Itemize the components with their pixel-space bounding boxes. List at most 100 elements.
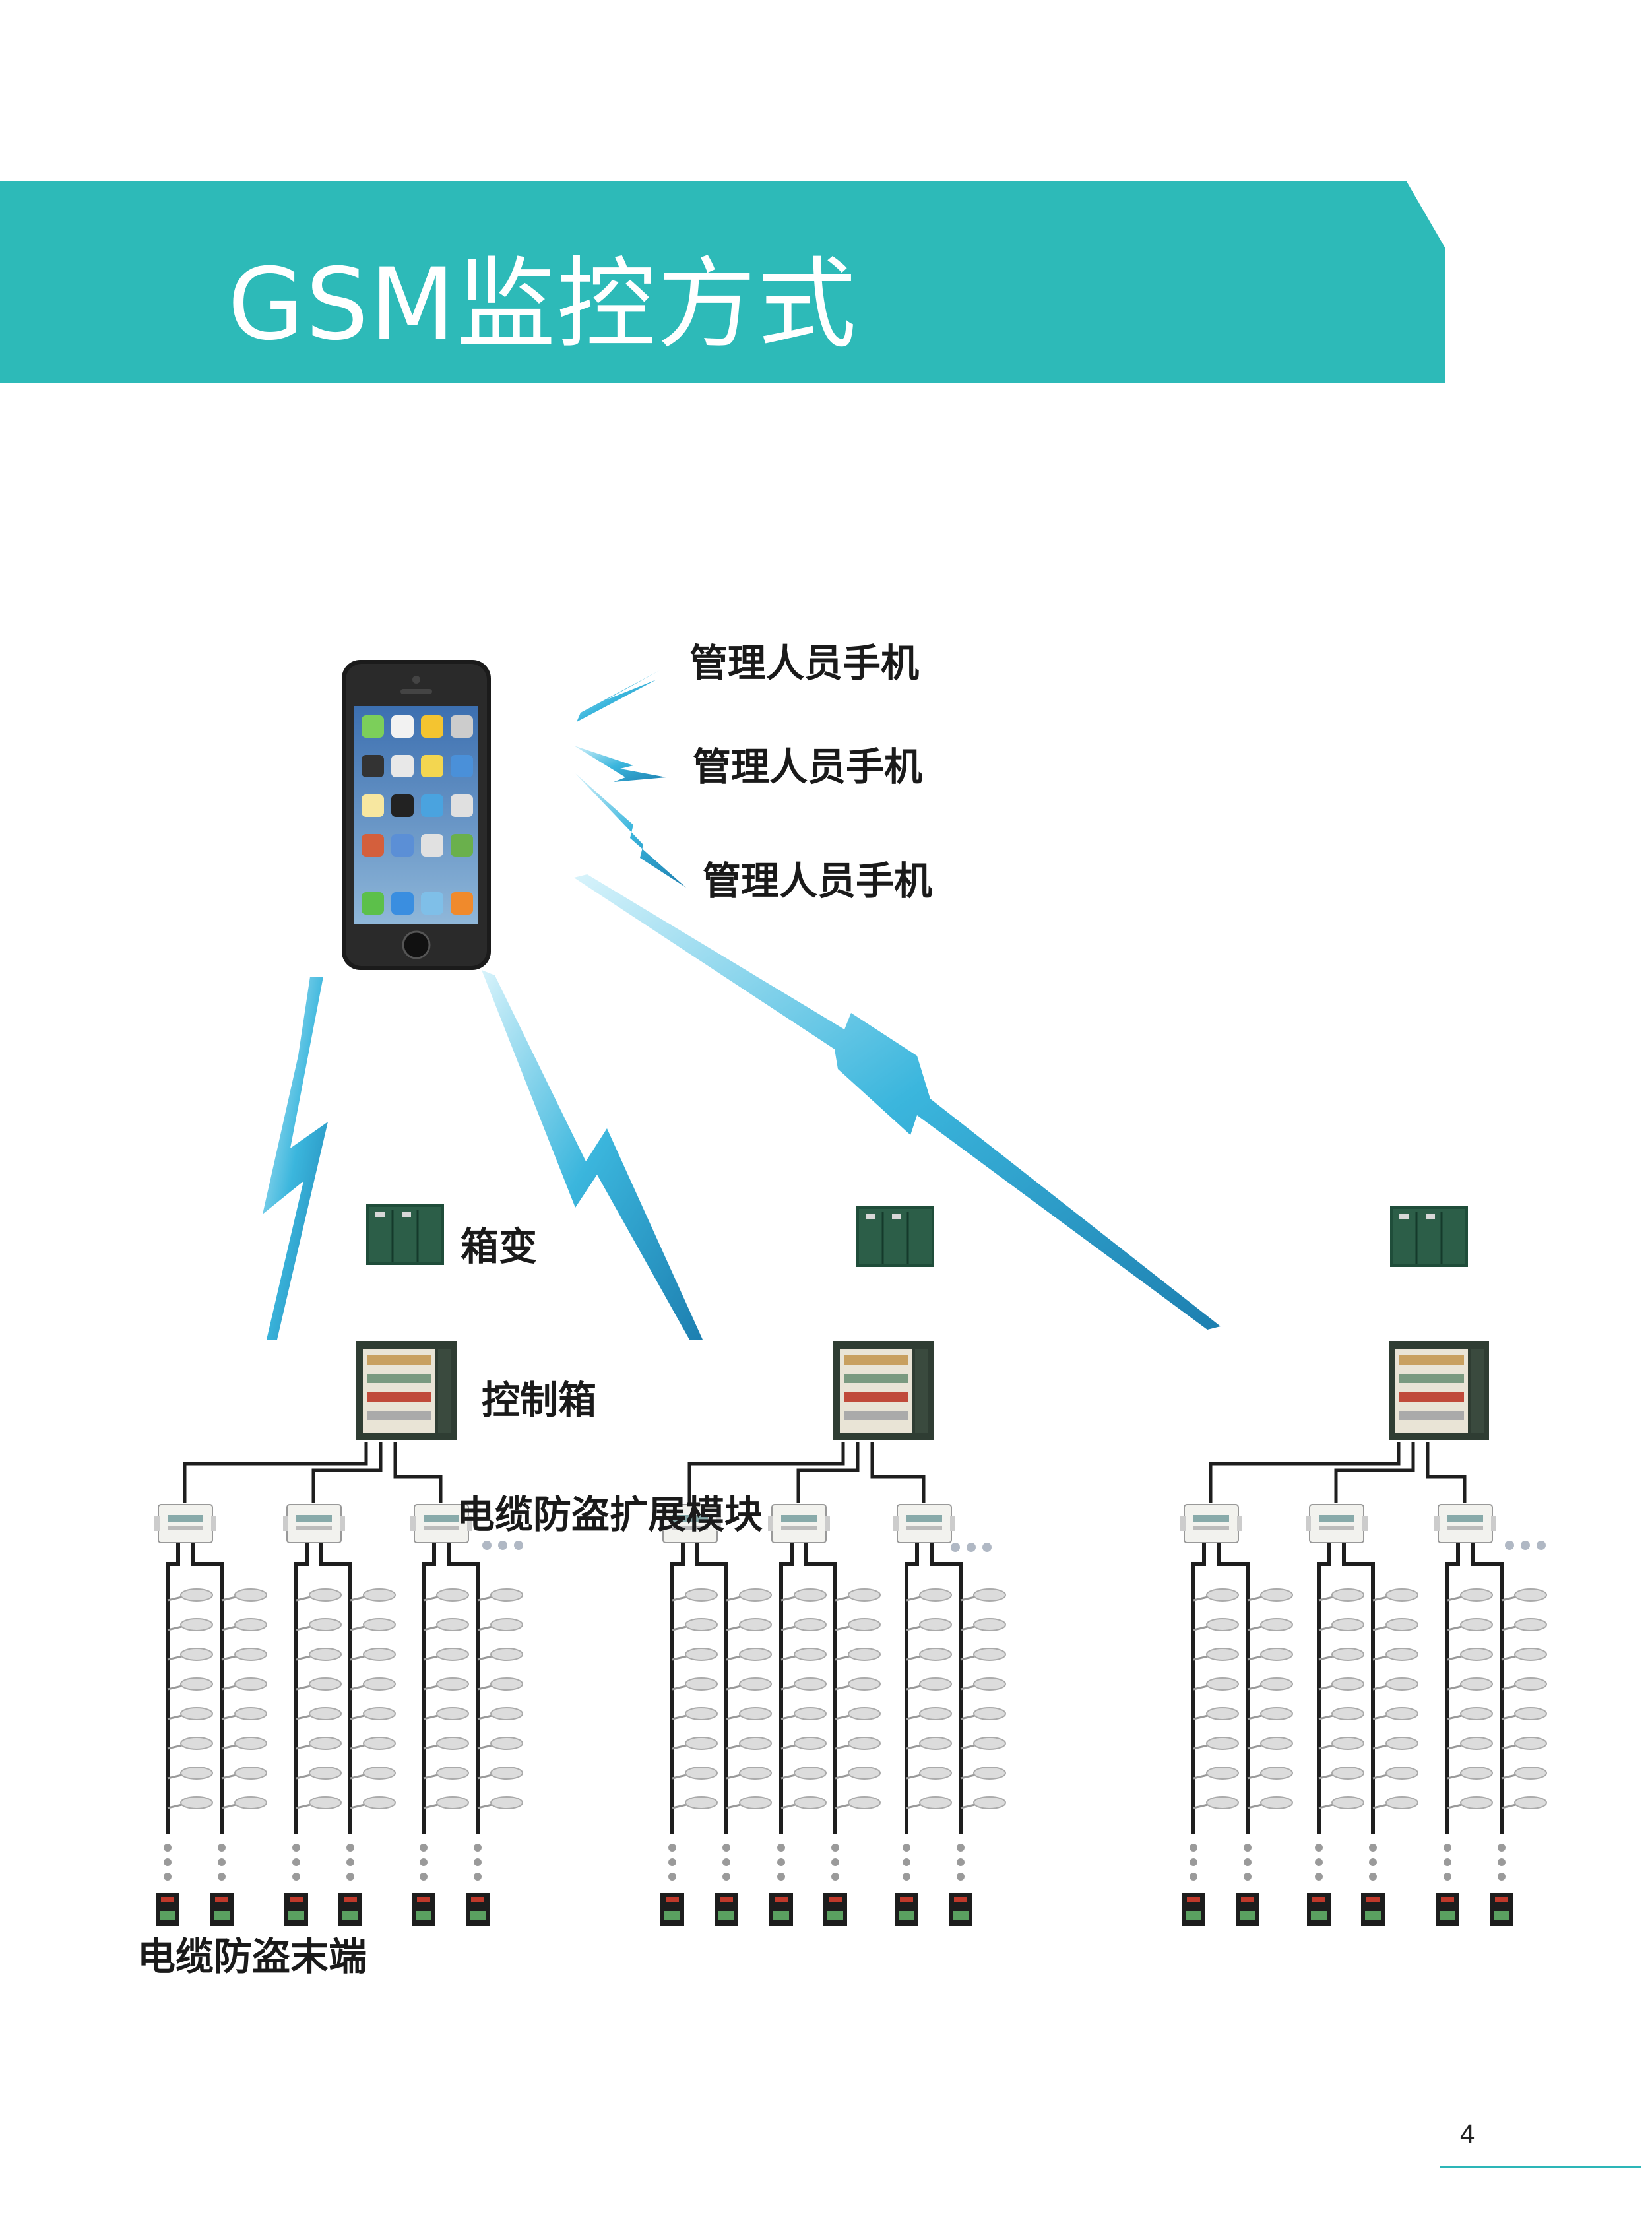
street-light-icon bbox=[1318, 1707, 1364, 1720]
street-light-icon bbox=[1372, 1618, 1418, 1631]
extension-module-icon bbox=[154, 1504, 216, 1543]
cable-terminal-icon bbox=[210, 1893, 234, 1926]
street-light-icon bbox=[167, 1707, 213, 1720]
street-light-icon bbox=[906, 1796, 952, 1809]
page-number: 4 bbox=[1460, 2120, 1475, 2149]
street-light-icon bbox=[477, 1588, 523, 1602]
street-light-icon bbox=[167, 1618, 213, 1631]
phone-label-3: 管理人员手机 bbox=[703, 859, 933, 903]
street-light-icon bbox=[477, 1796, 523, 1809]
title-banner bbox=[0, 181, 1445, 383]
cable-terminal-icon bbox=[895, 1893, 918, 1926]
street-light-icon bbox=[350, 1707, 396, 1720]
street-light-icon bbox=[1193, 1707, 1239, 1720]
cable-terminal-icon bbox=[1236, 1893, 1259, 1926]
street-light-icon bbox=[960, 1618, 1006, 1631]
street-light-icon bbox=[1447, 1588, 1493, 1602]
street-light-icon bbox=[780, 1588, 827, 1602]
street-light-icon bbox=[960, 1767, 1006, 1780]
street-light-icon bbox=[960, 1707, 1006, 1720]
street-light-icon bbox=[1501, 1796, 1547, 1809]
street-light-icon bbox=[835, 1737, 881, 1750]
street-light-icon bbox=[672, 1796, 718, 1809]
smartphone-icon bbox=[342, 660, 491, 970]
street-light-icon bbox=[835, 1648, 881, 1661]
control-box-icon-2 bbox=[833, 1341, 934, 1440]
street-light-icon bbox=[1447, 1796, 1493, 1809]
street-light-icon bbox=[1501, 1648, 1547, 1661]
street-light-icon bbox=[726, 1737, 772, 1750]
street-light-icon bbox=[221, 1707, 267, 1720]
street-light-icon bbox=[1501, 1618, 1547, 1631]
street-light-icon bbox=[1193, 1767, 1239, 1780]
cable-terminal-icon bbox=[338, 1893, 362, 1926]
box-transformer-icon-3 bbox=[1390, 1206, 1468, 1267]
street-light-icon bbox=[1501, 1707, 1547, 1720]
terminal-label: 电缆防盗末端 bbox=[137, 1934, 367, 1979]
cable-terminal-icon bbox=[1307, 1893, 1331, 1926]
street-light-icon bbox=[1193, 1588, 1239, 1602]
street-light-icon bbox=[1247, 1737, 1293, 1750]
street-light-icon bbox=[672, 1707, 718, 1720]
street-light-icon bbox=[780, 1618, 827, 1631]
extension-module-icon bbox=[1306, 1504, 1368, 1543]
extension-module-label: 电缆防盗扩展模块 bbox=[457, 1492, 763, 1537]
street-light-icon bbox=[906, 1677, 952, 1691]
street-light-icon bbox=[296, 1707, 342, 1720]
street-light-icon bbox=[960, 1588, 1006, 1602]
street-light-icon bbox=[477, 1737, 523, 1750]
street-light-icon bbox=[835, 1767, 881, 1780]
ellipsis-dot bbox=[982, 1543, 992, 1552]
street-light-icon bbox=[1247, 1767, 1293, 1780]
street-light-icon bbox=[1247, 1677, 1293, 1691]
street-light-icon bbox=[423, 1767, 469, 1780]
cable-terminal-icon bbox=[156, 1893, 179, 1926]
ellipsis-dot bbox=[1521, 1541, 1530, 1550]
street-light-icon bbox=[780, 1707, 827, 1720]
ellipsis-dot bbox=[482, 1541, 492, 1550]
ellipsis-dot bbox=[967, 1543, 976, 1552]
cable-terminal-icon bbox=[1182, 1893, 1205, 1926]
street-light-icon bbox=[960, 1737, 1006, 1750]
street-light-icon bbox=[780, 1737, 827, 1750]
street-light-icon bbox=[221, 1648, 267, 1661]
street-light-icon bbox=[726, 1796, 772, 1809]
signal-bolt-group-2 bbox=[482, 970, 703, 1340]
street-light-icon bbox=[350, 1618, 396, 1631]
extension-module-icon bbox=[1434, 1504, 1496, 1543]
signal-bolt-phone-2 bbox=[574, 746, 666, 782]
street-light-icon bbox=[350, 1767, 396, 1780]
street-light-icon bbox=[221, 1796, 267, 1809]
street-light-icon bbox=[1501, 1737, 1547, 1750]
street-light-icon bbox=[1318, 1588, 1364, 1602]
street-light-icon bbox=[1247, 1588, 1293, 1602]
street-light-icon bbox=[1501, 1767, 1547, 1780]
street-light-icon bbox=[726, 1618, 772, 1631]
street-light-icon bbox=[906, 1707, 952, 1720]
street-light-icon bbox=[1501, 1677, 1547, 1691]
street-light-icon bbox=[1318, 1767, 1364, 1780]
street-light-icon bbox=[960, 1648, 1006, 1661]
street-light-icon bbox=[167, 1677, 213, 1691]
street-light-icon bbox=[1372, 1796, 1418, 1809]
cable-group-3 bbox=[1180, 1442, 1547, 1926]
street-light-icon bbox=[726, 1767, 772, 1780]
cable-terminal-icon bbox=[1361, 1893, 1385, 1926]
street-light-icon bbox=[780, 1677, 827, 1691]
street-light-icon bbox=[423, 1648, 469, 1661]
street-light-icon bbox=[221, 1618, 267, 1631]
cable-terminal-icon bbox=[412, 1893, 435, 1926]
street-light-icon bbox=[1318, 1677, 1364, 1691]
street-light-icon bbox=[960, 1677, 1006, 1691]
phone-label-2: 管理人员手机 bbox=[693, 744, 923, 789]
footer-rule bbox=[1440, 2166, 1641, 2168]
street-light-icon bbox=[1193, 1677, 1239, 1691]
street-light-icon bbox=[672, 1648, 718, 1661]
street-light-icon bbox=[221, 1588, 267, 1602]
street-light-icon bbox=[780, 1796, 827, 1809]
street-light-icon bbox=[423, 1618, 469, 1631]
street-light-icon bbox=[1447, 1618, 1493, 1631]
street-light-icon bbox=[423, 1707, 469, 1720]
street-light-icon bbox=[726, 1707, 772, 1720]
